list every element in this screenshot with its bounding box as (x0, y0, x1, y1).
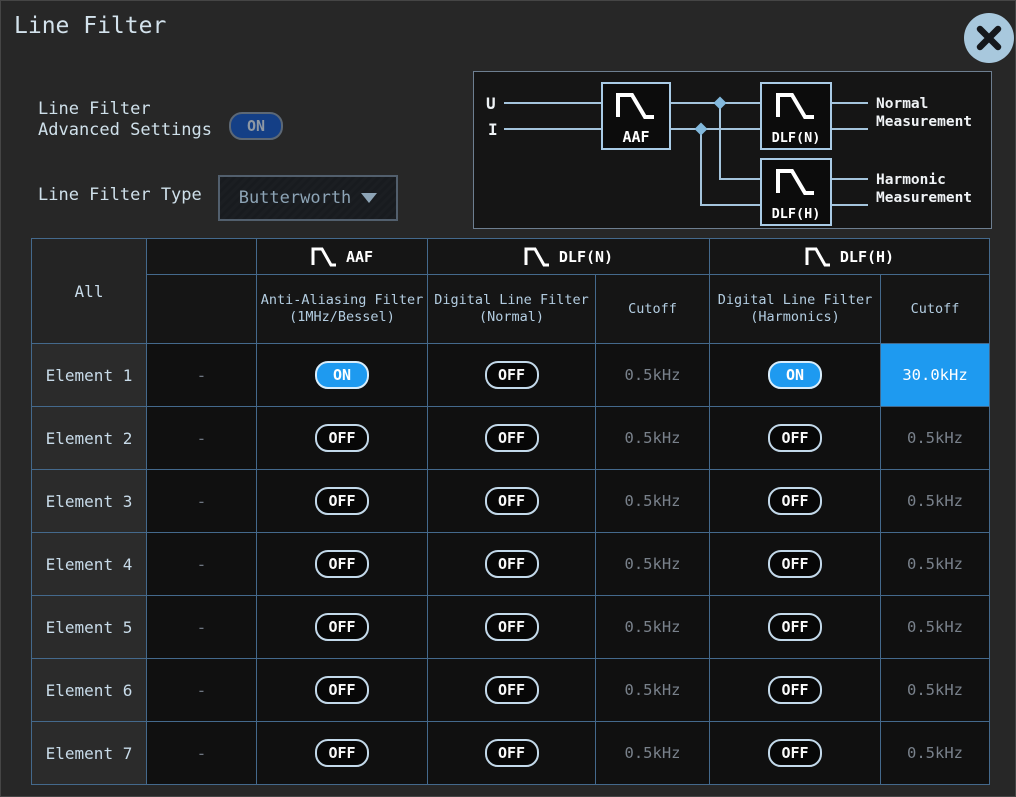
aaf-toggle[interactable]: OFF (315, 676, 369, 704)
cutoff-normal-cell[interactable]: 0.5kHz (596, 659, 710, 722)
table-row: Element 1 - ON OFF 0.5kHz ON 30.0kHz (32, 344, 990, 407)
table-row: Element 3 - OFF OFF 0.5kHz OFF 0.5kHz (32, 470, 990, 533)
dlf-harmonics-toggle[interactable]: OFF (768, 487, 822, 515)
aaf-toggle[interactable]: OFF (315, 550, 369, 578)
normal-measurement-label: Measurement (876, 114, 972, 130)
cutoff-harmonics-cell[interactable]: 0.5kHz (881, 470, 990, 533)
line-filter-table: All AAF DLF(N) DLF(H) (31, 238, 990, 785)
dlf-normal-toggle[interactable]: OFF (485, 487, 539, 515)
junction-diamond-i (695, 123, 708, 136)
junction-diamond-u (714, 97, 727, 110)
table-row: Element 2 - OFF OFF 0.5kHz OFF 0.5kHz (32, 407, 990, 470)
line-filter-type-value: Butterworth (239, 188, 352, 208)
dlf-harmonics-toggle[interactable]: OFF (768, 424, 822, 452)
aaf-toggle[interactable]: OFF (315, 424, 369, 452)
cutoff-harmonics-cell[interactable]: 0.5kHz (881, 596, 990, 659)
cutoff-normal-cell[interactable]: 0.5kHz (596, 722, 710, 785)
aaf-toggle[interactable]: ON (315, 361, 369, 389)
harmonic-measurement-label: Harmonic (876, 172, 946, 188)
dlf-harmonics-toggle[interactable]: ON (768, 361, 822, 389)
lowpass-filter-icon (805, 245, 831, 269)
aaf-cutoff-cell: - (147, 470, 257, 533)
cutoff-normal-cell[interactable]: 0.5kHz (596, 344, 710, 407)
dlfn-box-label: DLF(N) (772, 130, 821, 146)
dlf-normal-toggle[interactable]: OFF (485, 739, 539, 767)
dlf-normal-toggle[interactable]: OFF (485, 361, 539, 389)
dlf-harmonics-toggle[interactable]: OFF (768, 613, 822, 641)
dlfh-group-header: DLF(H) (710, 239, 990, 275)
signal-path-svg: U I AAF DLF(N) DLF(H) (474, 72, 991, 228)
dlfn-group-header: DLF(N) (428, 239, 710, 275)
dlf-harmonics-toggle[interactable]: OFF (768, 676, 822, 704)
cutoff-harmonics-cell[interactable]: 0.5kHz (881, 407, 990, 470)
table-row: Element 5 - OFF OFF 0.5kHz OFF 0.5kHz (32, 596, 990, 659)
table-row: Element 6 - OFF OFF 0.5kHz OFF 0.5kHz (32, 659, 990, 722)
aaf-cutoff-cell: - (147, 533, 257, 596)
cutoff-normal-cell[interactable]: 0.5kHz (596, 596, 710, 659)
cutoff-harmonics-cell[interactable]: 30.0kHz (881, 344, 990, 407)
all-row-header: All (32, 239, 147, 344)
dlf-normal-toggle[interactable]: OFF (485, 424, 539, 452)
aaf-cutoff-cell: - (147, 659, 257, 722)
harmonic-measurement-label: Measurement (876, 190, 972, 206)
cutoff-harmonics-cell[interactable]: 0.5kHz (881, 722, 990, 785)
aaf-sub-header: Anti-Aliasing Filter (1MHz/Bessel) (257, 275, 428, 344)
cutoff-normal-header: Cutoff (596, 275, 710, 344)
dlf-harmonics-toggle[interactable]: OFF (768, 550, 822, 578)
element-label: Element 5 (32, 596, 147, 659)
aaf-cutoff-cell: - (147, 344, 257, 407)
dlfh-box-label: DLF(H) (772, 206, 821, 222)
dlfh-sub-header: Digital Line Filter (Harmonics) (710, 275, 881, 344)
dlf-normal-toggle[interactable]: OFF (485, 550, 539, 578)
dlf-harmonics-toggle[interactable]: OFF (768, 739, 822, 767)
page-title: Line Filter (14, 13, 166, 39)
aaf-cutoff-cell: - (147, 722, 257, 785)
aaf-toggle[interactable]: OFF (315, 613, 369, 641)
cutoff-harmonics-cell[interactable]: 0.5kHz (881, 533, 990, 596)
element-label: Element 4 (32, 533, 147, 596)
element-label: Element 2 (32, 407, 147, 470)
aaf-box-label: AAF (622, 128, 649, 146)
cutoff-harmonics-cell[interactable]: 0.5kHz (881, 659, 990, 722)
aaf-cutoff-cell: - (147, 596, 257, 659)
table-row: Element 7 - OFF OFF 0.5kHz OFF 0.5kHz (32, 722, 990, 785)
normal-measurement-label: Normal (876, 96, 928, 112)
close-icon (964, 13, 1014, 63)
advanced-settings-toggle[interactable]: ON (229, 112, 283, 140)
dlf-normal-toggle[interactable]: OFF (485, 613, 539, 641)
u-input-label: U (486, 94, 496, 113)
dlfn-sub-header: Digital Line Filter (Normal) (428, 275, 596, 344)
cutoff-normal-cell[interactable]: 0.5kHz (596, 407, 710, 470)
line-filter-type-label: Line Filter Type (38, 185, 202, 205)
element-label: Element 6 (32, 659, 147, 722)
aaf-toggle[interactable]: OFF (315, 487, 369, 515)
table-row: Element 4 - OFF OFF 0.5kHz OFF 0.5kHz (32, 533, 990, 596)
cutoff-harmonics-header: Cutoff (881, 275, 990, 344)
line-filter-type-dropdown[interactable]: Butterworth (218, 175, 398, 221)
element-label: Element 1 (32, 344, 147, 407)
chevron-down-icon (361, 193, 377, 203)
cutoff-normal-cell[interactable]: 0.5kHz (596, 470, 710, 533)
signal-path-diagram: U I AAF DLF(N) DLF(H) (473, 71, 992, 229)
aaf-cutoff-cell: - (147, 407, 257, 470)
element-label: Element 7 (32, 722, 147, 785)
aaf-group-header: AAF (257, 239, 428, 275)
blank-sub-header (147, 275, 257, 344)
element-label: Element 3 (32, 470, 147, 533)
lowpass-filter-icon (311, 245, 337, 269)
dlf-normal-toggle[interactable]: OFF (485, 676, 539, 704)
aaf-toggle[interactable]: OFF (315, 739, 369, 767)
blank-group-header (147, 239, 257, 275)
lowpass-filter-icon (524, 245, 550, 269)
advanced-settings-label: Line Filter Advanced Settings (38, 99, 212, 141)
close-button[interactable] (964, 13, 1014, 63)
i-input-label: I (488, 120, 498, 139)
cutoff-normal-cell[interactable]: 0.5kHz (596, 533, 710, 596)
